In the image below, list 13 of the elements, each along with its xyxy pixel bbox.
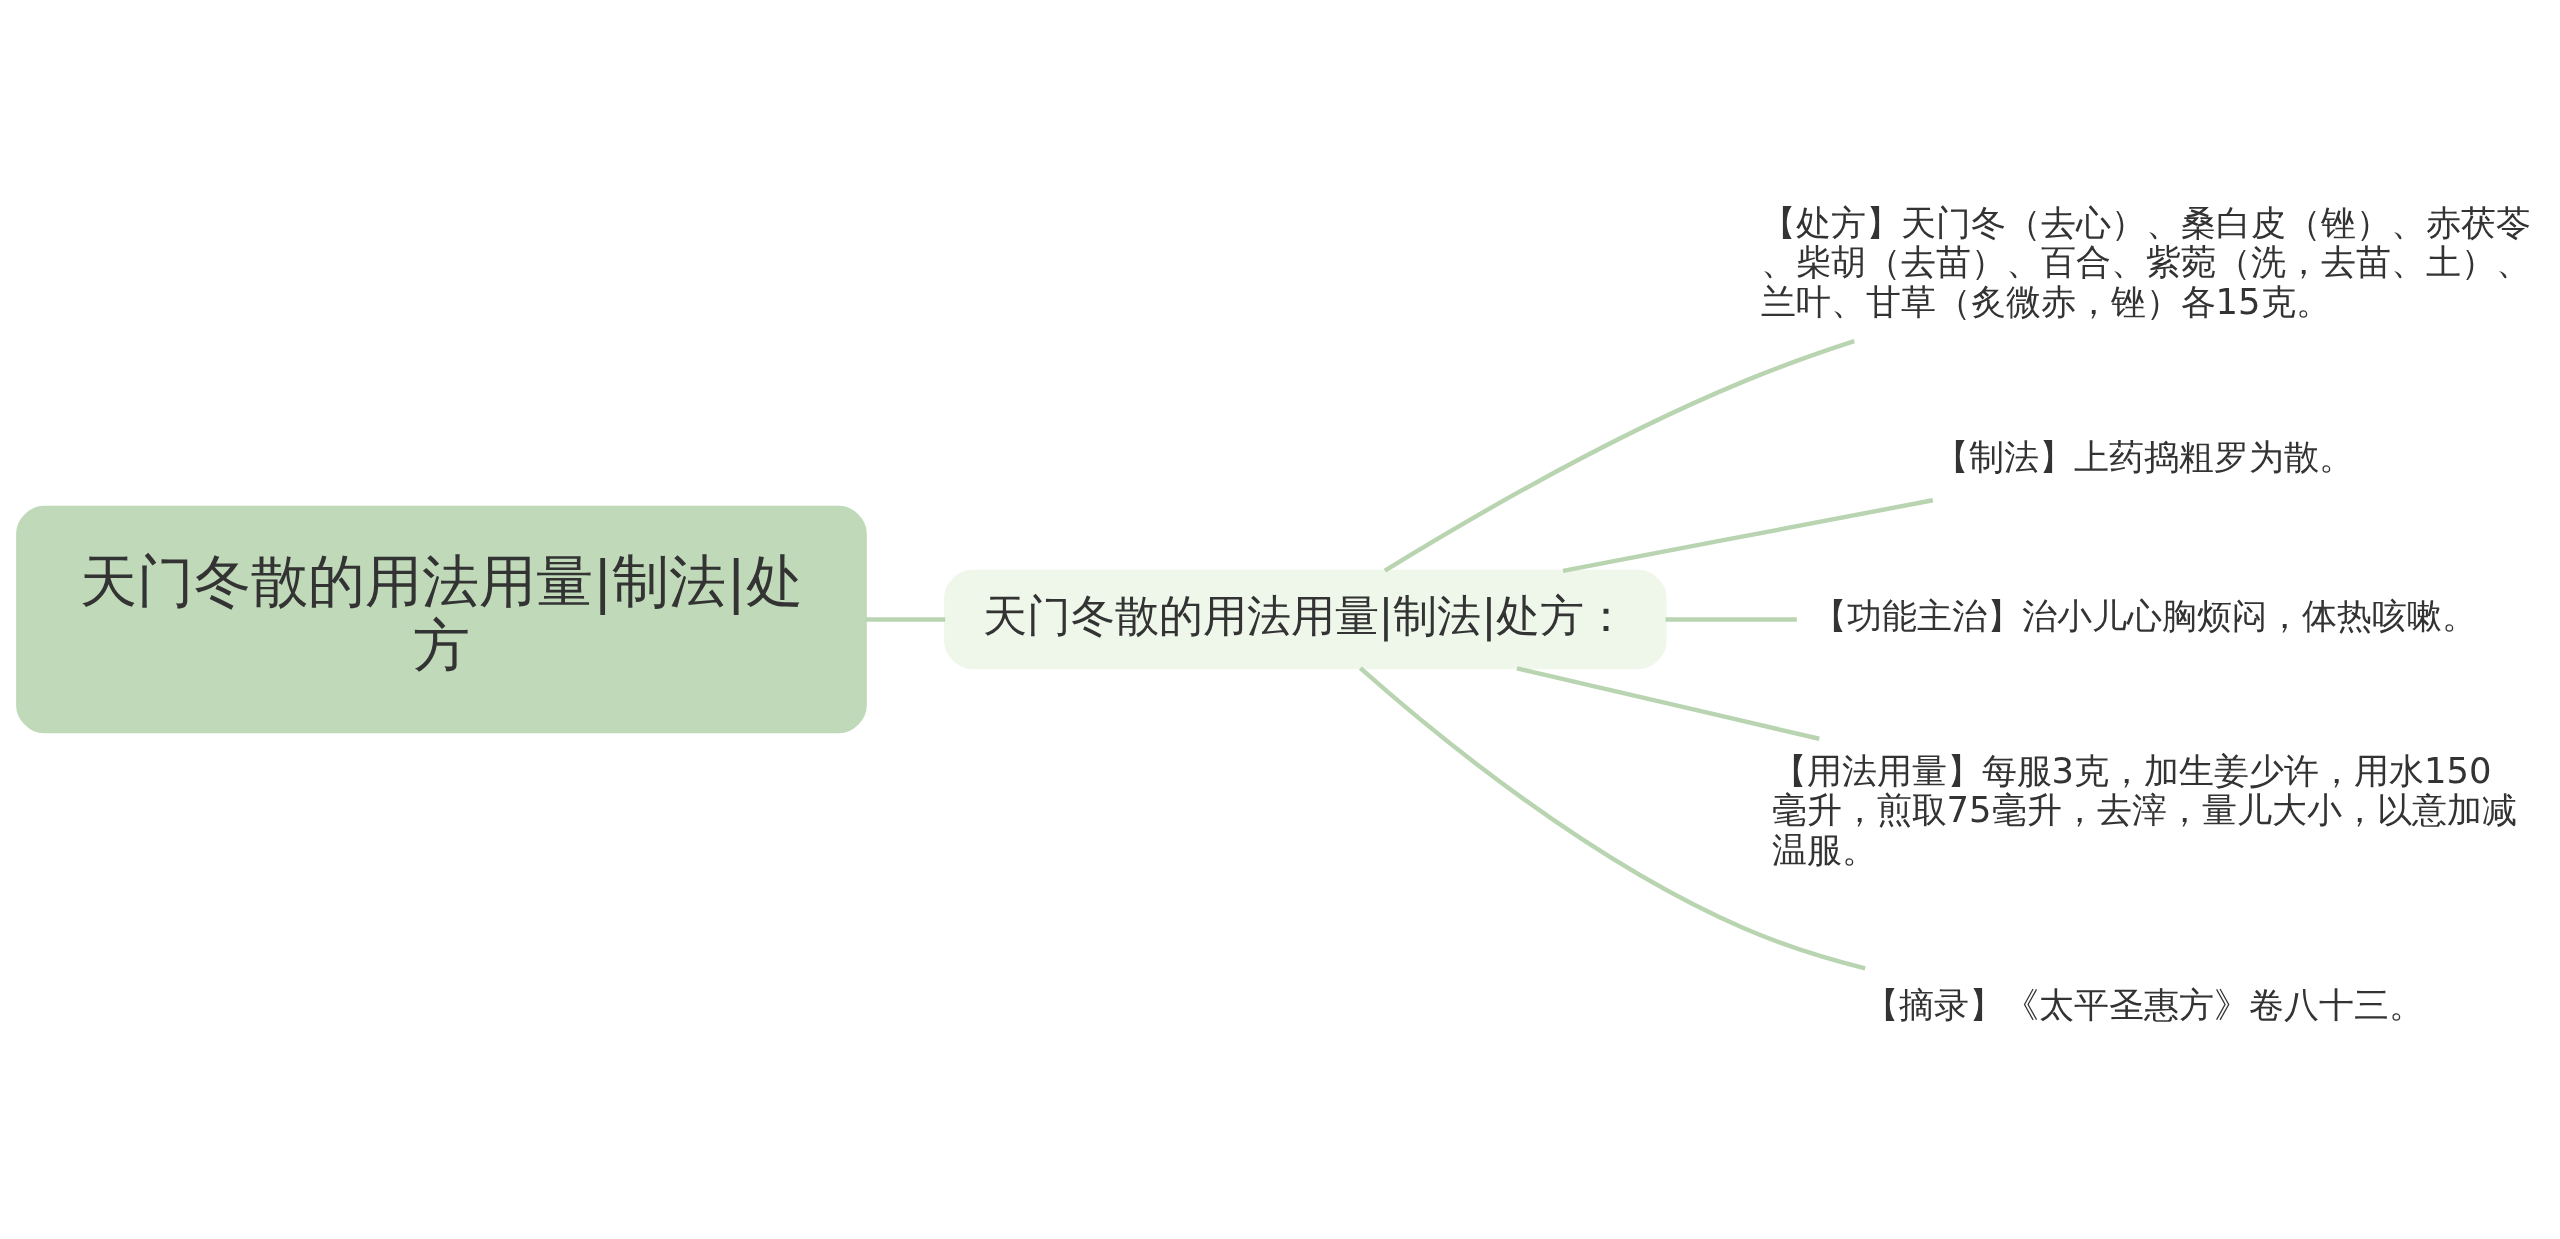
connector bbox=[865, 617, 946, 622]
node-text: 【功能主治】治小儿心胸烦闷，体热咳嗽。 bbox=[1812, 594, 2478, 636]
connector bbox=[1562, 498, 1934, 573]
node-text: 【处方】天门冬（去心）、桑白皮（锉）、赤茯苓、柴胡（去苗）、百合、紫菀（洗，去苗、土）、兰叶、甘草（炙微赤，锉）各15克。 bbox=[1760, 201, 2531, 323]
connector bbox=[1665, 617, 1797, 622]
node-box: 天门冬散的用法用量|制法|处方 bbox=[16, 505, 867, 734]
node-text: 【制法】上药捣粗罗为散。 bbox=[1934, 435, 2355, 477]
connector bbox=[1358, 666, 1866, 971]
connector bbox=[1516, 666, 1820, 741]
node-box: 天门冬散的用法用量|制法|处方： bbox=[944, 569, 1667, 670]
node-text: 【摘录】《太平圣惠方》卷八十三。 bbox=[1864, 983, 2425, 1025]
node-text: 【用法用量】每服3克，加生姜少许，用水150毫升，煎取75毫升，去滓，量儿大小，以意加减温服。 bbox=[1771, 749, 2517, 871]
connector bbox=[1383, 339, 1855, 573]
